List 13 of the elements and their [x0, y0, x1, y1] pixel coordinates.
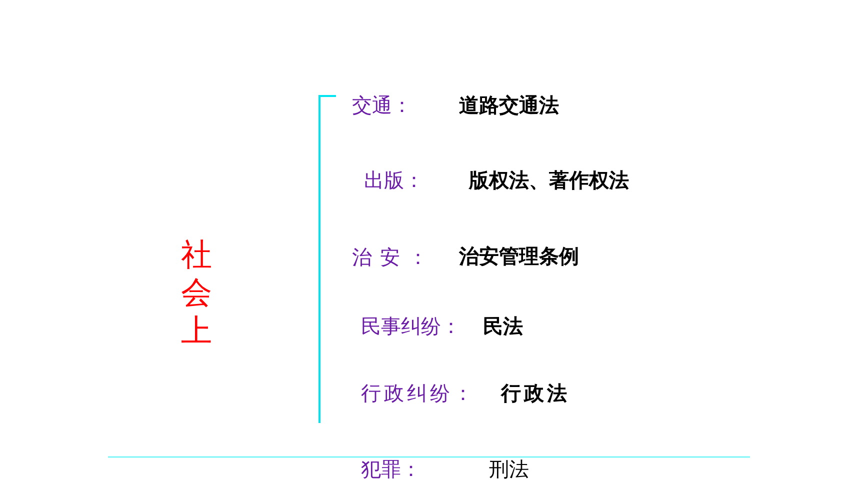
category-label: 犯罪：: [361, 456, 421, 482]
law-name: 道路交通法: [459, 92, 559, 118]
category-label: 交通：: [352, 92, 412, 118]
category-label: 民事纠纷：: [361, 313, 461, 339]
law-name: 版权法、著作权法: [469, 167, 629, 193]
law-name: 刑法: [489, 456, 529, 482]
category-label: 行政纠纷：: [361, 380, 476, 406]
law-name: 民法: [483, 313, 523, 339]
category-label: 出版：: [364, 167, 424, 193]
law-name: 行政法: [501, 380, 570, 406]
law-name: 治安管理条例: [459, 243, 579, 269]
topic-heading: 社会上: [181, 236, 223, 350]
category-label: 治安：: [352, 244, 436, 270]
